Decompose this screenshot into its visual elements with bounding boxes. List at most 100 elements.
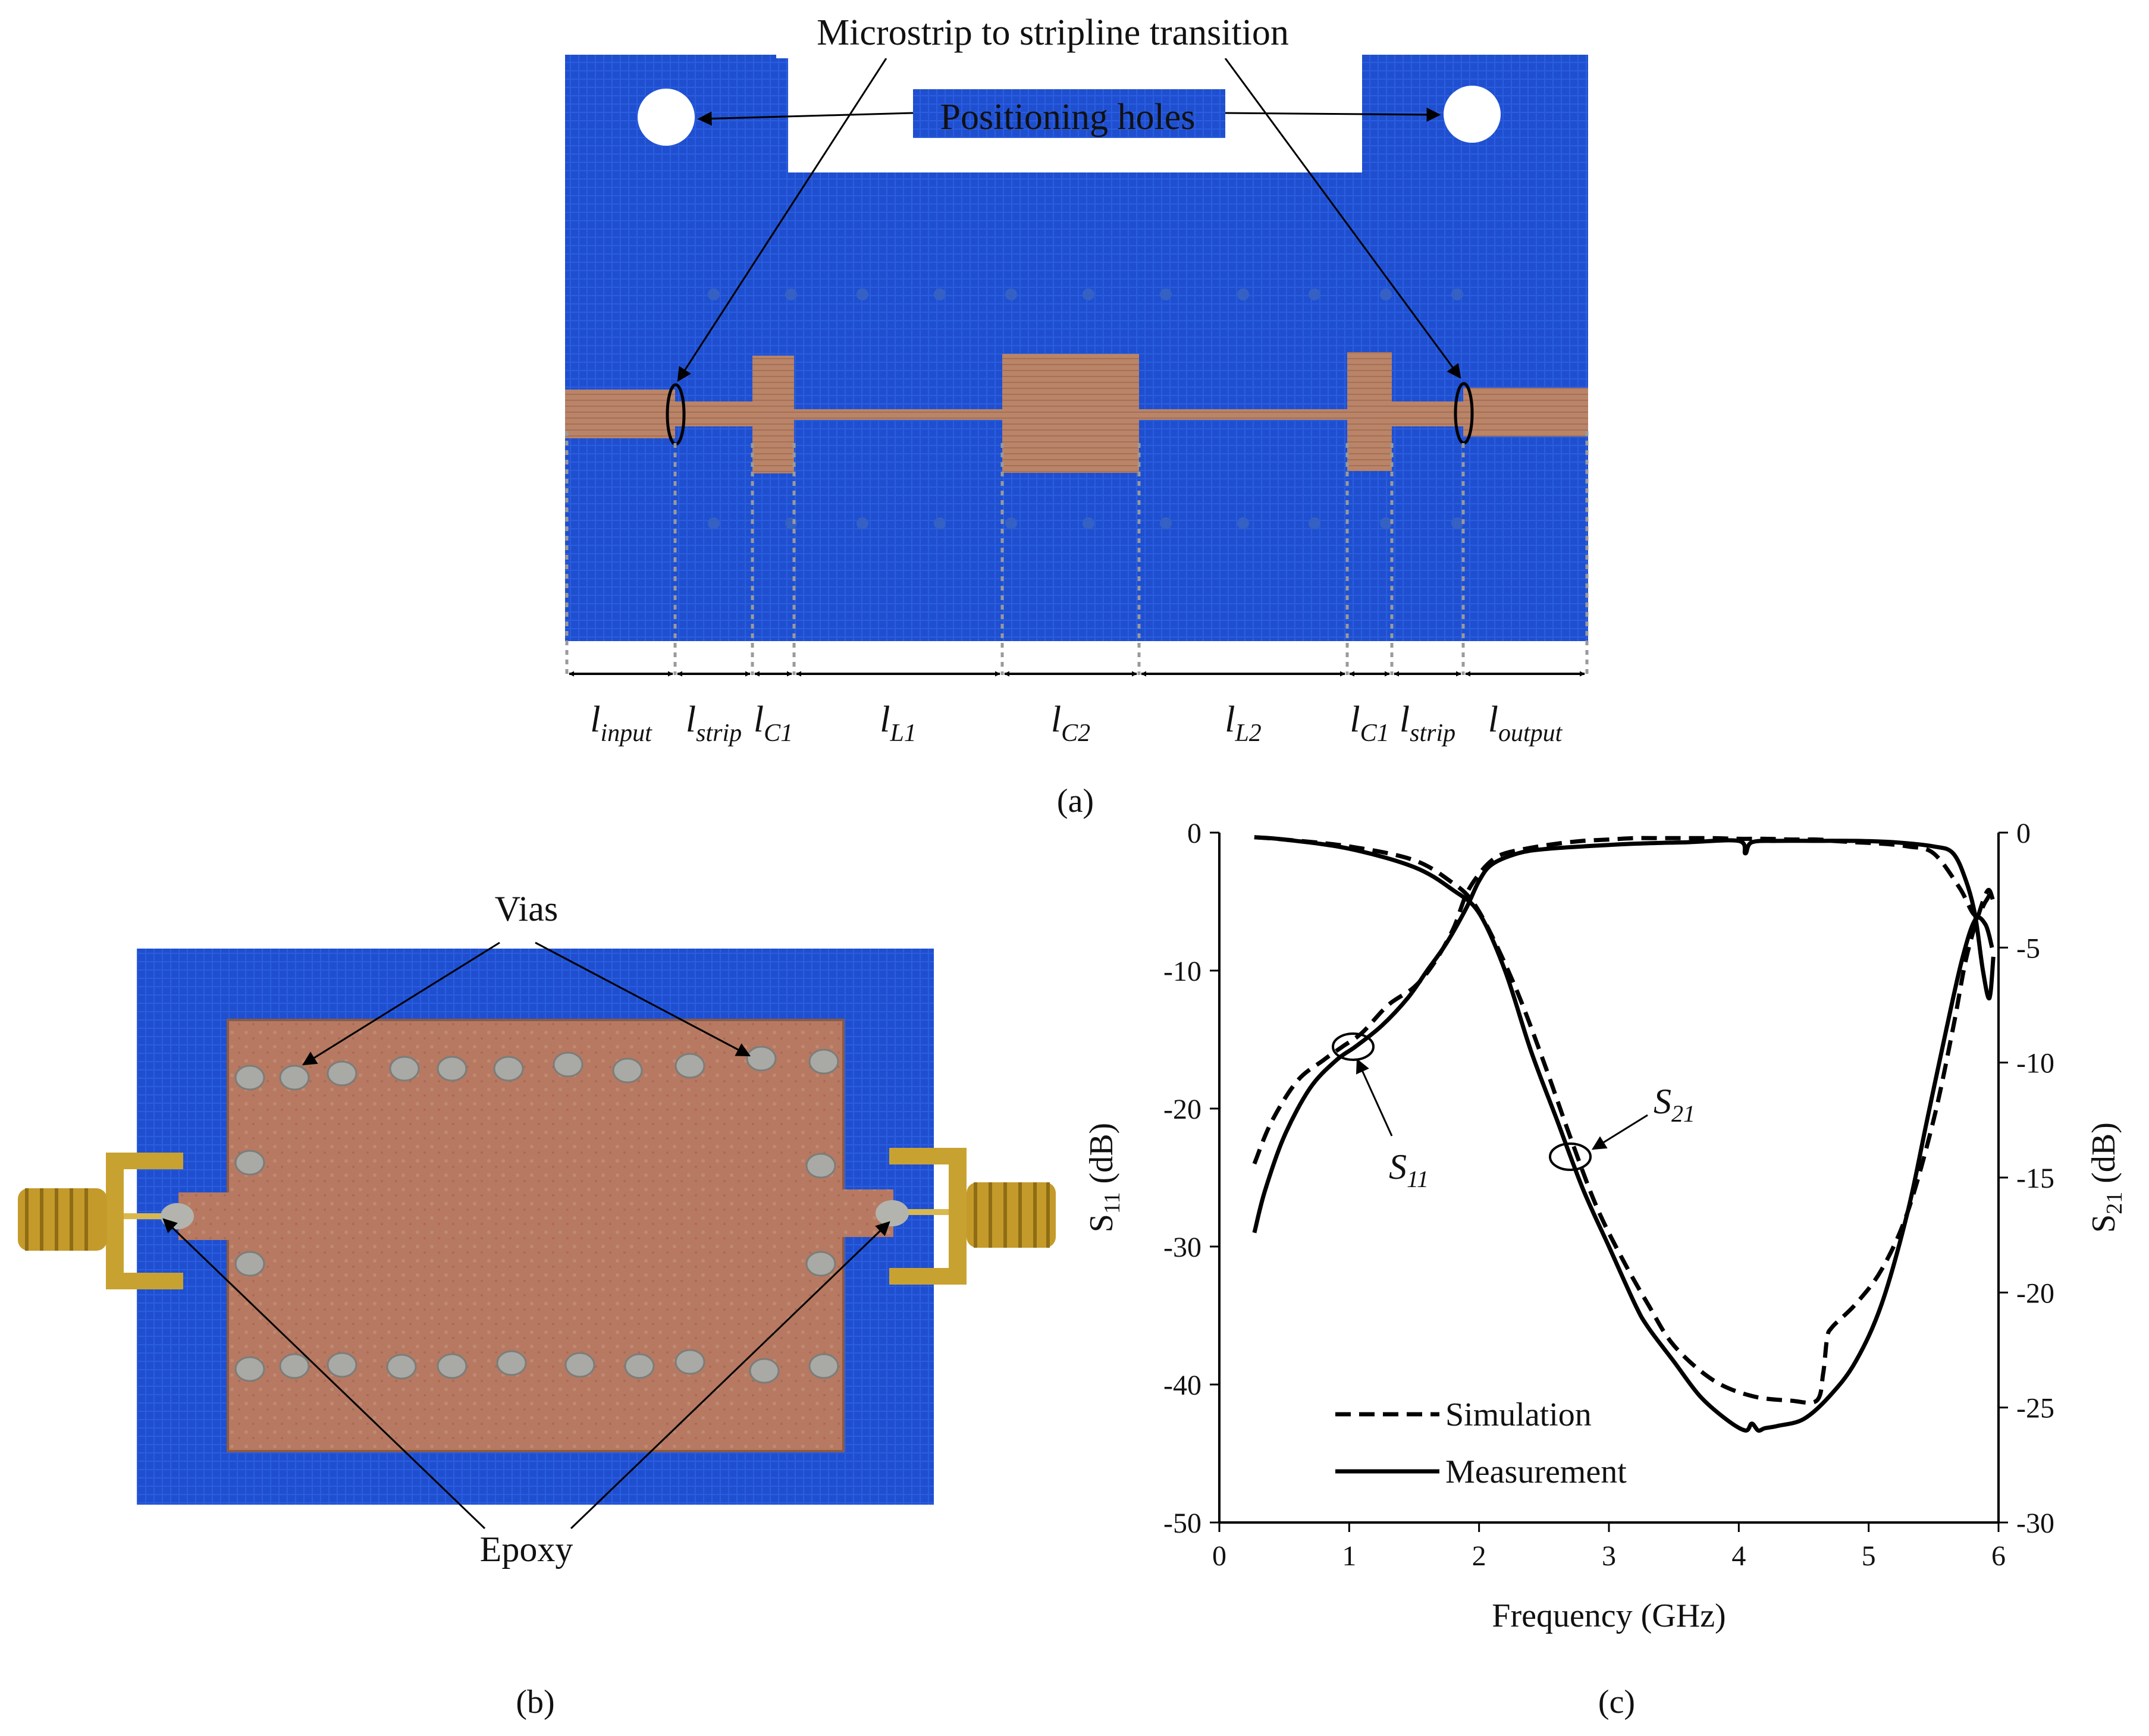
y-left-axis-label: S11 (dB) — [1083, 1123, 1125, 1232]
caption-c: (c) — [1598, 1684, 1635, 1721]
x-tick-label: 3 — [1602, 1540, 1616, 1572]
x-tick-label: 1 — [1342, 1540, 1356, 1572]
y-left-tick-label: -40 — [1163, 1370, 1201, 1401]
simulation-s11-line — [1252, 836, 1996, 1165]
y-left-tick-label: -10 — [1163, 956, 1201, 987]
x-tick-label: 4 — [1731, 1540, 1746, 1572]
via-blob — [674, 1349, 705, 1375]
via-row-top — [708, 288, 1463, 300]
segment-label-output: loutput — [1488, 699, 1563, 747]
y-left-tick-label: -50 — [1163, 1508, 1201, 1539]
vias-label-bg — [473, 881, 580, 930]
via-blob — [327, 1060, 357, 1087]
transition-annotation: Microstrip to stripline transition — [817, 12, 1289, 53]
y-right-axis-label: S21 (dB) — [2085, 1122, 2127, 1233]
via-blob — [496, 1350, 527, 1376]
y-right-tick-label: 0 — [2016, 818, 2031, 849]
segment-label-input: linput — [590, 699, 652, 747]
via-blob — [553, 1051, 583, 1078]
y-left-tick-label: -30 — [1163, 1232, 1201, 1263]
y-left-tick-label: 0 — [1187, 818, 1201, 849]
epoxy-annotation: Epoxy — [480, 1530, 573, 1569]
holes-arrow-left — [697, 111, 914, 126]
x-tick-label: 2 — [1472, 1540, 1486, 1572]
positioning-hole-right — [1444, 86, 1501, 143]
trace-output — [1463, 388, 1588, 437]
trace-strip-right — [1392, 401, 1463, 426]
y-right-tick-label: -15 — [2016, 1163, 2054, 1194]
measurement-s21-line — [1254, 835, 1994, 1433]
via-blob — [746, 1046, 777, 1072]
panel-a-pcb-layout: Microstrip to stripline transition Posit… — [565, 12, 1589, 820]
via-blob — [808, 1353, 839, 1379]
y-right-tick-label: -5 — [2016, 933, 2040, 964]
via-blob — [612, 1057, 643, 1084]
segment-label-l2: lL2 — [1225, 699, 1262, 747]
via-blob — [327, 1352, 357, 1378]
vias-arrow-left — [302, 941, 500, 1066]
holes-label-bg — [913, 89, 1225, 138]
x-tick-label: 0 — [1212, 1540, 1226, 1572]
x-tick-label: 6 — [1991, 1540, 2006, 1572]
via-blob — [749, 1358, 780, 1384]
via-blob — [674, 1053, 705, 1079]
holes-arrow-right — [1225, 107, 1441, 122]
transition-arrow-right — [1224, 58, 1461, 379]
epoxy-arrow-right — [570, 1221, 890, 1530]
vias-arrow-right — [535, 941, 751, 1057]
via-solder-blobs — [234, 1046, 839, 1384]
inductor-line-l1 — [794, 409, 1002, 420]
pcb-board — [565, 55, 1588, 641]
via-blob — [234, 1251, 265, 1277]
x-tick-label: 5 — [1862, 1540, 1876, 1572]
s11-marker-ellipse — [1332, 1032, 1375, 1061]
trace-input — [565, 390, 675, 438]
panel-b-assembled-filter: Vias Epoxy (b) — [18, 881, 1056, 1721]
via-row-bottom — [708, 517, 1463, 529]
via-blob — [805, 1251, 836, 1277]
legend-label-simulation: Simulation — [1445, 1396, 1592, 1433]
capacitor-pad-c2 — [1002, 354, 1139, 473]
s21-marker-arrow — [1591, 1114, 1648, 1150]
y-right-tick-label: -30 — [2016, 1508, 2054, 1539]
capacitor-pad-c1-left — [752, 356, 794, 473]
epoxy-right — [876, 1200, 909, 1226]
transition-label-bg — [776, 12, 1329, 58]
x-axis-label: Frequency (GHz) — [1492, 1597, 1726, 1634]
vias-annotation: Vias — [495, 889, 558, 928]
simulation-s21-line — [1254, 835, 1996, 1405]
caption-a: (a) — [1057, 783, 1094, 820]
measurement-s11-line — [1252, 838, 1996, 1233]
via-blob — [437, 1353, 468, 1379]
positioning-hole-left — [638, 89, 695, 146]
epoxy-arrow-left — [162, 1218, 486, 1530]
segment-label-c2: lC2 — [1051, 699, 1090, 747]
via-blob — [234, 1150, 265, 1176]
y-right-tick-label: -10 — [2016, 1048, 2054, 1079]
via-blob — [234, 1356, 265, 1382]
capacitor-pad-c1-right — [1347, 352, 1392, 471]
s11-curve-label: S11 — [1389, 1147, 1429, 1192]
transition-arrow-left — [677, 58, 887, 382]
legend-label-measurement: Measurement — [1445, 1454, 1627, 1490]
via-blob — [805, 1153, 836, 1179]
s21-marker-ellipse — [1549, 1142, 1592, 1171]
sma-connector-right — [889, 1148, 1056, 1285]
y-right-tick-label: -20 — [2016, 1277, 2054, 1309]
segment-label-strip: lstrip — [686, 699, 742, 747]
copper-cover — [227, 1019, 845, 1452]
segment-label-strip: lstrip — [1400, 699, 1455, 747]
via-blob — [389, 1056, 420, 1082]
trace-strip-left — [675, 401, 752, 426]
inductor-line-l2 — [1139, 409, 1347, 420]
dimension-guides — [565, 431, 1589, 675]
via-blob — [564, 1352, 595, 1378]
segment-label-l1: lL1 — [880, 699, 917, 747]
s11-marker-arrow — [1356, 1058, 1393, 1137]
s21-curve-label: S21 — [1654, 1082, 1695, 1127]
caption-b: (b) — [516, 1684, 554, 1721]
